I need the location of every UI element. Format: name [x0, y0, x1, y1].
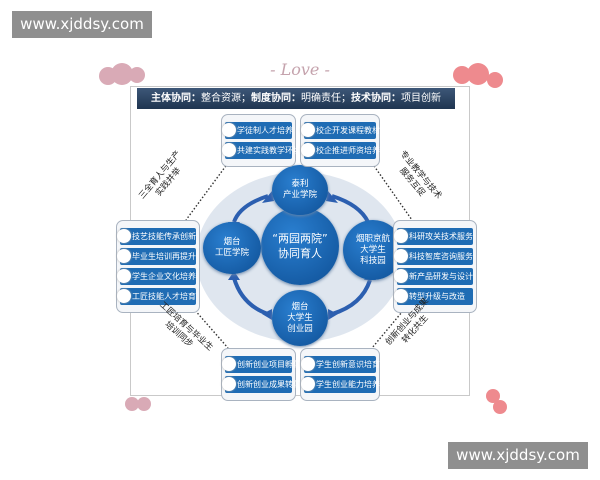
- list-item: 毕业生培训再提升: [117, 248, 196, 265]
- list-item: 校企推进师资培养: [301, 142, 380, 159]
- heart-icon: [453, 63, 503, 88]
- group-top-left: 学徒制人才培养 共建实践教学环境: [221, 114, 301, 167]
- node-taili: 泰利产业学院: [272, 165, 328, 215]
- list-item: 学徒制人才培养: [222, 122, 293, 139]
- list-item: 学生创新意识培育: [301, 356, 380, 373]
- arrow-icon: [331, 194, 370, 223]
- list-item: 转型升级与改造: [394, 288, 473, 305]
- node-yantai-craftsman: 烟台工匠学院: [203, 222, 261, 274]
- group-bottom-right: 学生创新意识培育 学生创业能力培养: [300, 348, 380, 401]
- list-item: 学生企业文化培养: [117, 268, 196, 285]
- list-item: 创新创业项目孵化: [222, 356, 301, 373]
- center-circle: “两园两院”协同育人: [261, 207, 339, 285]
- header-banner: 主体协同：整合资源；制度协同：明确责任；技术协同：项目创新: [137, 88, 455, 109]
- arrow-icon: [232, 194, 269, 223]
- arrow-icon: [331, 279, 372, 316]
- group-right: 科研攻关技术服务 科技智库咨询服务 新产品研发与设计 转型升级与改造: [393, 220, 477, 313]
- node-startup-park: 烟台大学生创业园: [272, 290, 328, 346]
- heart-icon: [99, 63, 145, 85]
- list-item: 科技智库咨询服务: [394, 248, 473, 265]
- love-text: - Love -: [270, 60, 330, 79]
- list-item: 共建实践教学环境: [222, 142, 301, 159]
- heart-icon: [486, 389, 507, 414]
- watermark-bottom: www.xjddsy.com: [448, 442, 588, 469]
- list-item: 工匠技能人才培育: [117, 288, 196, 305]
- list-item: 科研攻关技术服务: [394, 228, 473, 245]
- list-item: 校企开发课程教材: [301, 122, 380, 139]
- list-item: 技艺技能传承创新: [117, 228, 196, 245]
- group-left: 技艺技能传承创新 毕业生培训再提升 学生企业文化培养 工匠技能人才培育: [116, 220, 200, 313]
- arrow-icon: [232, 277, 269, 316]
- group-top-right: 校企开发课程教材 校企推进师资培养: [300, 114, 380, 167]
- heart-icon: [125, 397, 151, 411]
- watermark-top: www.xjddsy.com: [12, 11, 152, 38]
- list-item: 创新创业成果转化: [222, 376, 301, 393]
- list-item: 学生创业能力培养: [301, 376, 380, 393]
- list-item: 新产品研发与设计: [394, 268, 473, 285]
- group-bottom-left: 创新创业项目孵化 创新创业成果转化: [221, 348, 301, 401]
- cycle-arrows: [232, 194, 372, 316]
